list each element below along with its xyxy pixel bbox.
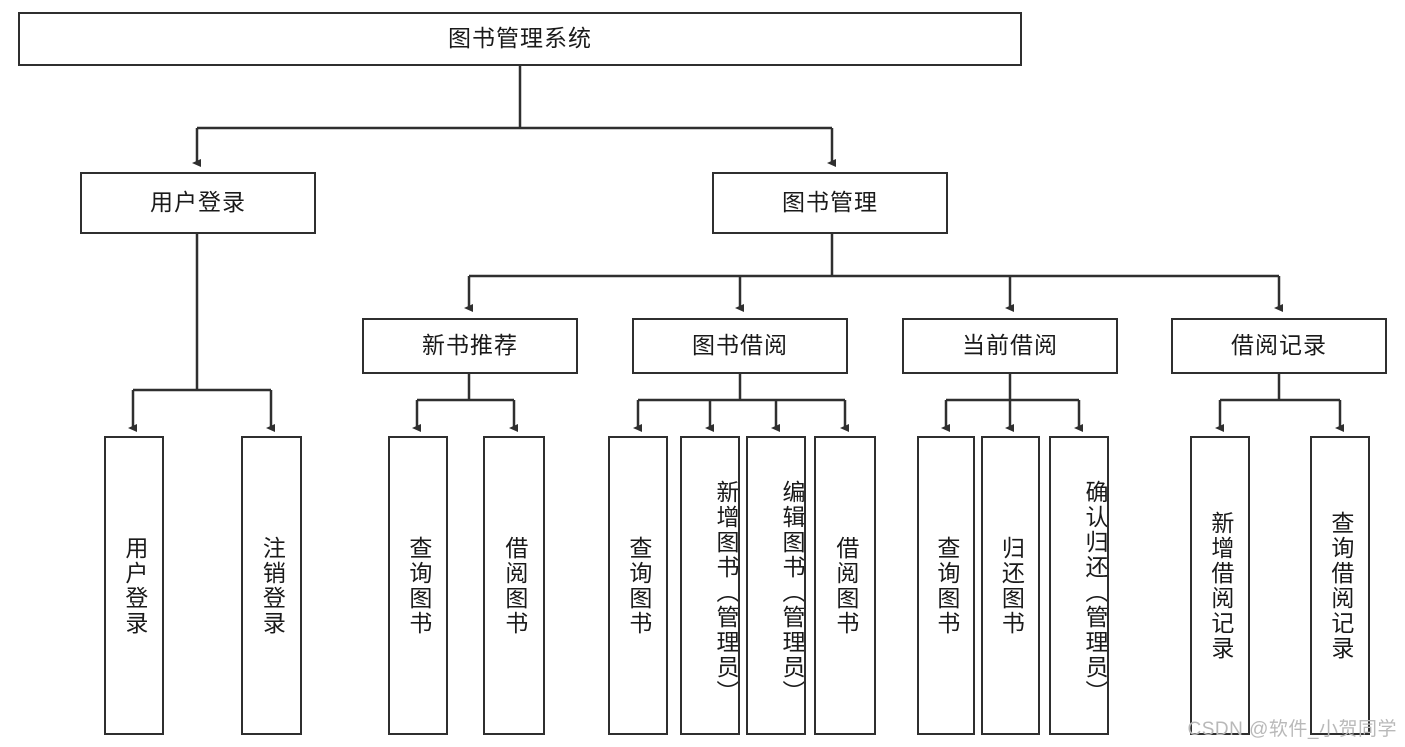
node-current-borrow[interactable]: 当前借阅 (902, 318, 1118, 374)
leaf-add-book-admin[interactable]: 新增图书（管理员） (680, 436, 740, 735)
node-book-management[interactable]: 图书管理 (712, 172, 948, 234)
leaf-borrow-book-recommend[interactable]: 借阅图书 (483, 436, 545, 735)
leaf-logout[interactable]: 注销登录 (241, 436, 302, 735)
node-root-system[interactable]: 图书管理系统 (18, 12, 1022, 66)
watermark-text: CSDN @软件_小贺同学 (1187, 719, 1397, 740)
leaf-user-login[interactable]: 用户登录 (104, 436, 164, 735)
leaf-query-borrow-record[interactable]: 查询借阅记录 (1310, 436, 1370, 735)
leaf-edit-book-admin[interactable]: 编辑图书（管理员） (746, 436, 806, 735)
leaf-query-book-current[interactable]: 查询图书 (917, 436, 975, 735)
leaf-confirm-return-admin[interactable]: 确认归还（管理员） (1049, 436, 1109, 735)
node-book-borrow[interactable]: 图书借阅 (632, 318, 848, 374)
leaf-query-book-recommend[interactable]: 查询图书 (388, 436, 448, 735)
node-borrow-record[interactable]: 借阅记录 (1171, 318, 1387, 374)
leaf-query-book-borrow[interactable]: 查询图书 (608, 436, 668, 735)
leaf-add-borrow-record[interactable]: 新增借阅记录 (1190, 436, 1250, 735)
node-user-login[interactable]: 用户登录 (80, 172, 316, 234)
leaf-borrow-book[interactable]: 借阅图书 (814, 436, 876, 735)
node-new-book-recommend[interactable]: 新书推荐 (362, 318, 578, 374)
leaf-return-book[interactable]: 归还图书 (981, 436, 1040, 735)
